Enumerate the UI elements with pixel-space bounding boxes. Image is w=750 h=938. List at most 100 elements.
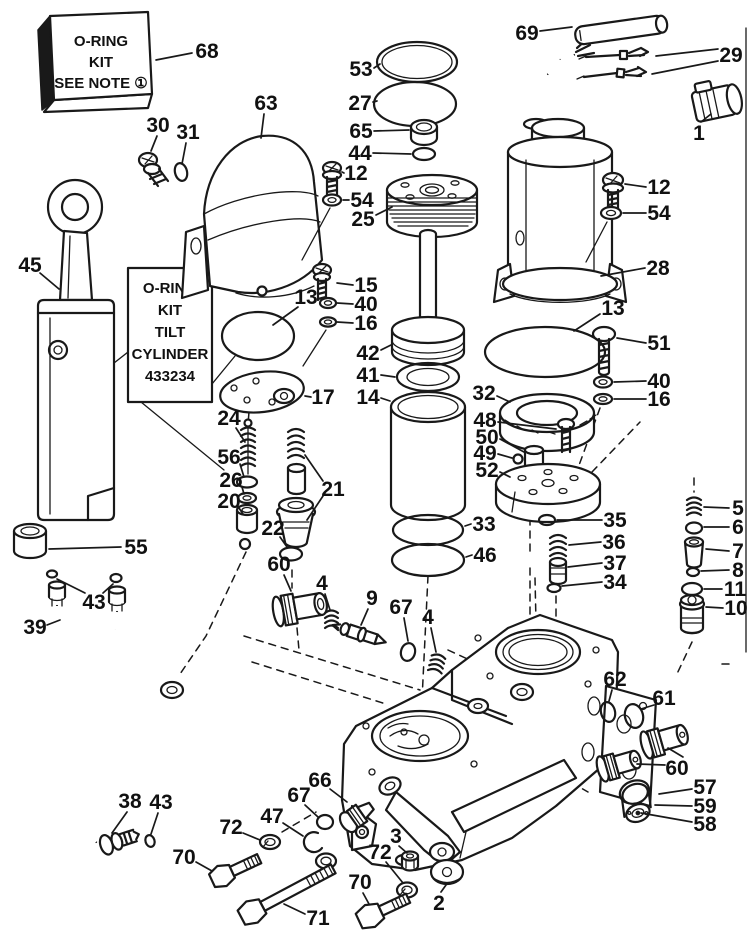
- oring-13-right: [483, 325, 607, 379]
- kit-box-line: KIT: [158, 302, 182, 319]
- part-callout-35: 35: [603, 509, 627, 532]
- washer-16-right: [592, 392, 614, 406]
- oring-27: [372, 80, 458, 128]
- washer-26: [236, 491, 258, 505]
- leader-line-22: [279, 536, 288, 548]
- washer-16-left: [302, 316, 338, 367]
- part-callout-40: 40: [647, 370, 670, 393]
- valve-spool-9: [331, 622, 387, 646]
- leader-line-69: [539, 26, 573, 32]
- part-callout-26: 26: [219, 469, 242, 492]
- part-callout-51: 51: [647, 332, 671, 355]
- leader-line-8: [700, 569, 730, 572]
- relief-valve-column: [678, 496, 706, 635]
- part-callout-24: 24: [217, 407, 241, 430]
- washer-40-left: [318, 296, 338, 310]
- part-callout-55: 55: [124, 536, 148, 559]
- leader-line-24: [235, 427, 246, 443]
- bolt-70-lower: [354, 892, 412, 930]
- part-callout-5: 5: [732, 497, 744, 520]
- part-callout-32: 32: [472, 382, 495, 405]
- part-callout-20: 20: [217, 490, 240, 513]
- part-callout-49: 49: [473, 442, 496, 465]
- oring-67-bottom: [315, 813, 335, 831]
- part-callout-17: 17: [311, 386, 334, 409]
- part-callout-48: 48: [473, 409, 497, 432]
- part-callout-61: 61: [652, 687, 676, 710]
- part-callout-29: 29: [719, 44, 742, 67]
- leader-line-40: [613, 380, 647, 383]
- terminal-pins-29: [576, 46, 650, 80]
- leader-line-21: [304, 454, 324, 482]
- end-cap-17: [219, 370, 305, 414]
- part-callout-52: 52: [475, 459, 498, 482]
- washer-2: [429, 858, 465, 886]
- oring-62: [599, 701, 617, 723]
- tilt-cylinder-kit-box: O-RING KIT TILT CYLINDER 433234: [99, 266, 236, 471]
- leader-line-33: [464, 523, 472, 527]
- part-callout-45: 45: [18, 254, 42, 277]
- part-callout-16: 16: [647, 388, 670, 411]
- part-callout-72: 72: [219, 816, 242, 839]
- part-callout-27: 27: [348, 92, 371, 115]
- leader-line-50: [499, 438, 525, 453]
- part-callout-13: 13: [294, 286, 317, 309]
- leader-line-5: [703, 506, 730, 509]
- part-callout-21: 21: [321, 478, 345, 501]
- part-callout-53: 53: [349, 58, 372, 81]
- screw-12-right: [601, 171, 625, 214]
- leader-line-55: [48, 546, 122, 550]
- bolt-15: [311, 262, 333, 302]
- bolt-51: [591, 325, 617, 377]
- leader-line-25: [375, 206, 393, 216]
- leader-line-29: [655, 48, 719, 57]
- part-callout-57: 57: [693, 776, 716, 799]
- leader-line-32: [496, 395, 511, 403]
- valve-body-20: [235, 503, 259, 551]
- part-callout-4: 4: [316, 572, 328, 595]
- leader-line-13: [573, 313, 601, 332]
- leader-line-15: [336, 282, 354, 286]
- reservoir-cover: [180, 134, 324, 300]
- part-callout-13: 13: [601, 297, 624, 320]
- connector-1: [690, 80, 744, 123]
- leader-line-12: [624, 183, 647, 188]
- leader-line-60: [667, 747, 684, 758]
- leader-line-67: [304, 804, 319, 818]
- part-callout-60: 60: [665, 757, 688, 780]
- leader-line-45: [39, 272, 60, 290]
- piston-rod-42: [390, 228, 466, 367]
- valve-column-35-34: [537, 513, 568, 594]
- part-callout-66: 66: [308, 769, 331, 792]
- part-callout-41: 41: [356, 364, 380, 387]
- part-callout-43: 43: [82, 591, 105, 614]
- leader-line-34: [561, 581, 603, 587]
- leader-line-29: [651, 60, 719, 75]
- leader-line-39: [46, 619, 61, 626]
- oring-46: [390, 542, 466, 578]
- pump-body-25: [385, 173, 479, 239]
- leader-line-47: [282, 822, 304, 837]
- part-callout-54: 54: [350, 189, 374, 212]
- valve-set-21: [275, 427, 317, 549]
- part-callout-68: 68: [195, 40, 219, 63]
- part-callout-8: 8: [732, 559, 744, 582]
- ball-49: [512, 453, 524, 465]
- part-callout-47: 47: [260, 805, 283, 828]
- part-callout-62: 62: [603, 668, 626, 691]
- leader-line-27: [372, 100, 378, 103]
- leader-line-48: [497, 421, 557, 430]
- part-callout-60: 60: [267, 553, 290, 576]
- leader-line-71: [283, 903, 306, 915]
- part-callout-71: 71: [306, 907, 330, 930]
- snap-ring-47: [302, 831, 324, 854]
- part-callout-40: 40: [354, 293, 377, 316]
- part-callout-2: 2: [433, 892, 445, 915]
- part-callout-72: 72: [368, 841, 391, 864]
- leader-line-52: [499, 471, 511, 478]
- oring-31: [173, 162, 189, 182]
- leader-line-30: [150, 135, 158, 152]
- bolt-30: [137, 151, 170, 188]
